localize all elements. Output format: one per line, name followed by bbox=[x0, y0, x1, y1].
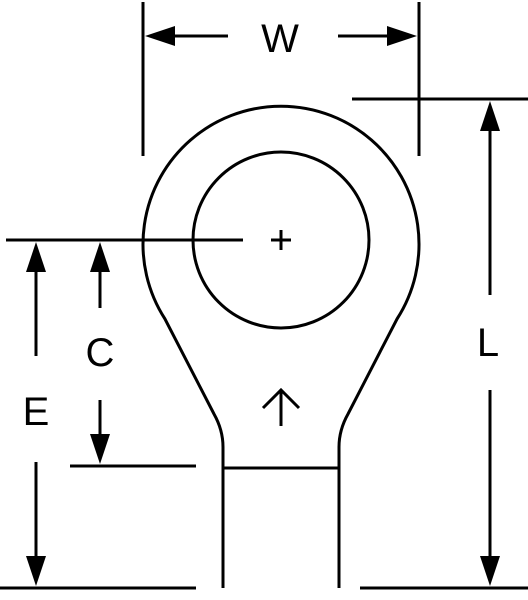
label-l: L bbox=[477, 321, 499, 365]
label-c: C bbox=[86, 331, 115, 375]
center-to-barrel-dimension bbox=[70, 242, 196, 468]
terminal-outline bbox=[141, 104, 421, 588]
width-dimension bbox=[141, 2, 421, 156]
label-e: E bbox=[23, 390, 50, 434]
center-to-end-dimension bbox=[0, 242, 196, 590]
length-dimension bbox=[352, 97, 528, 590]
direction-arrow-icon bbox=[261, 387, 301, 426]
label-w: W bbox=[261, 17, 299, 61]
